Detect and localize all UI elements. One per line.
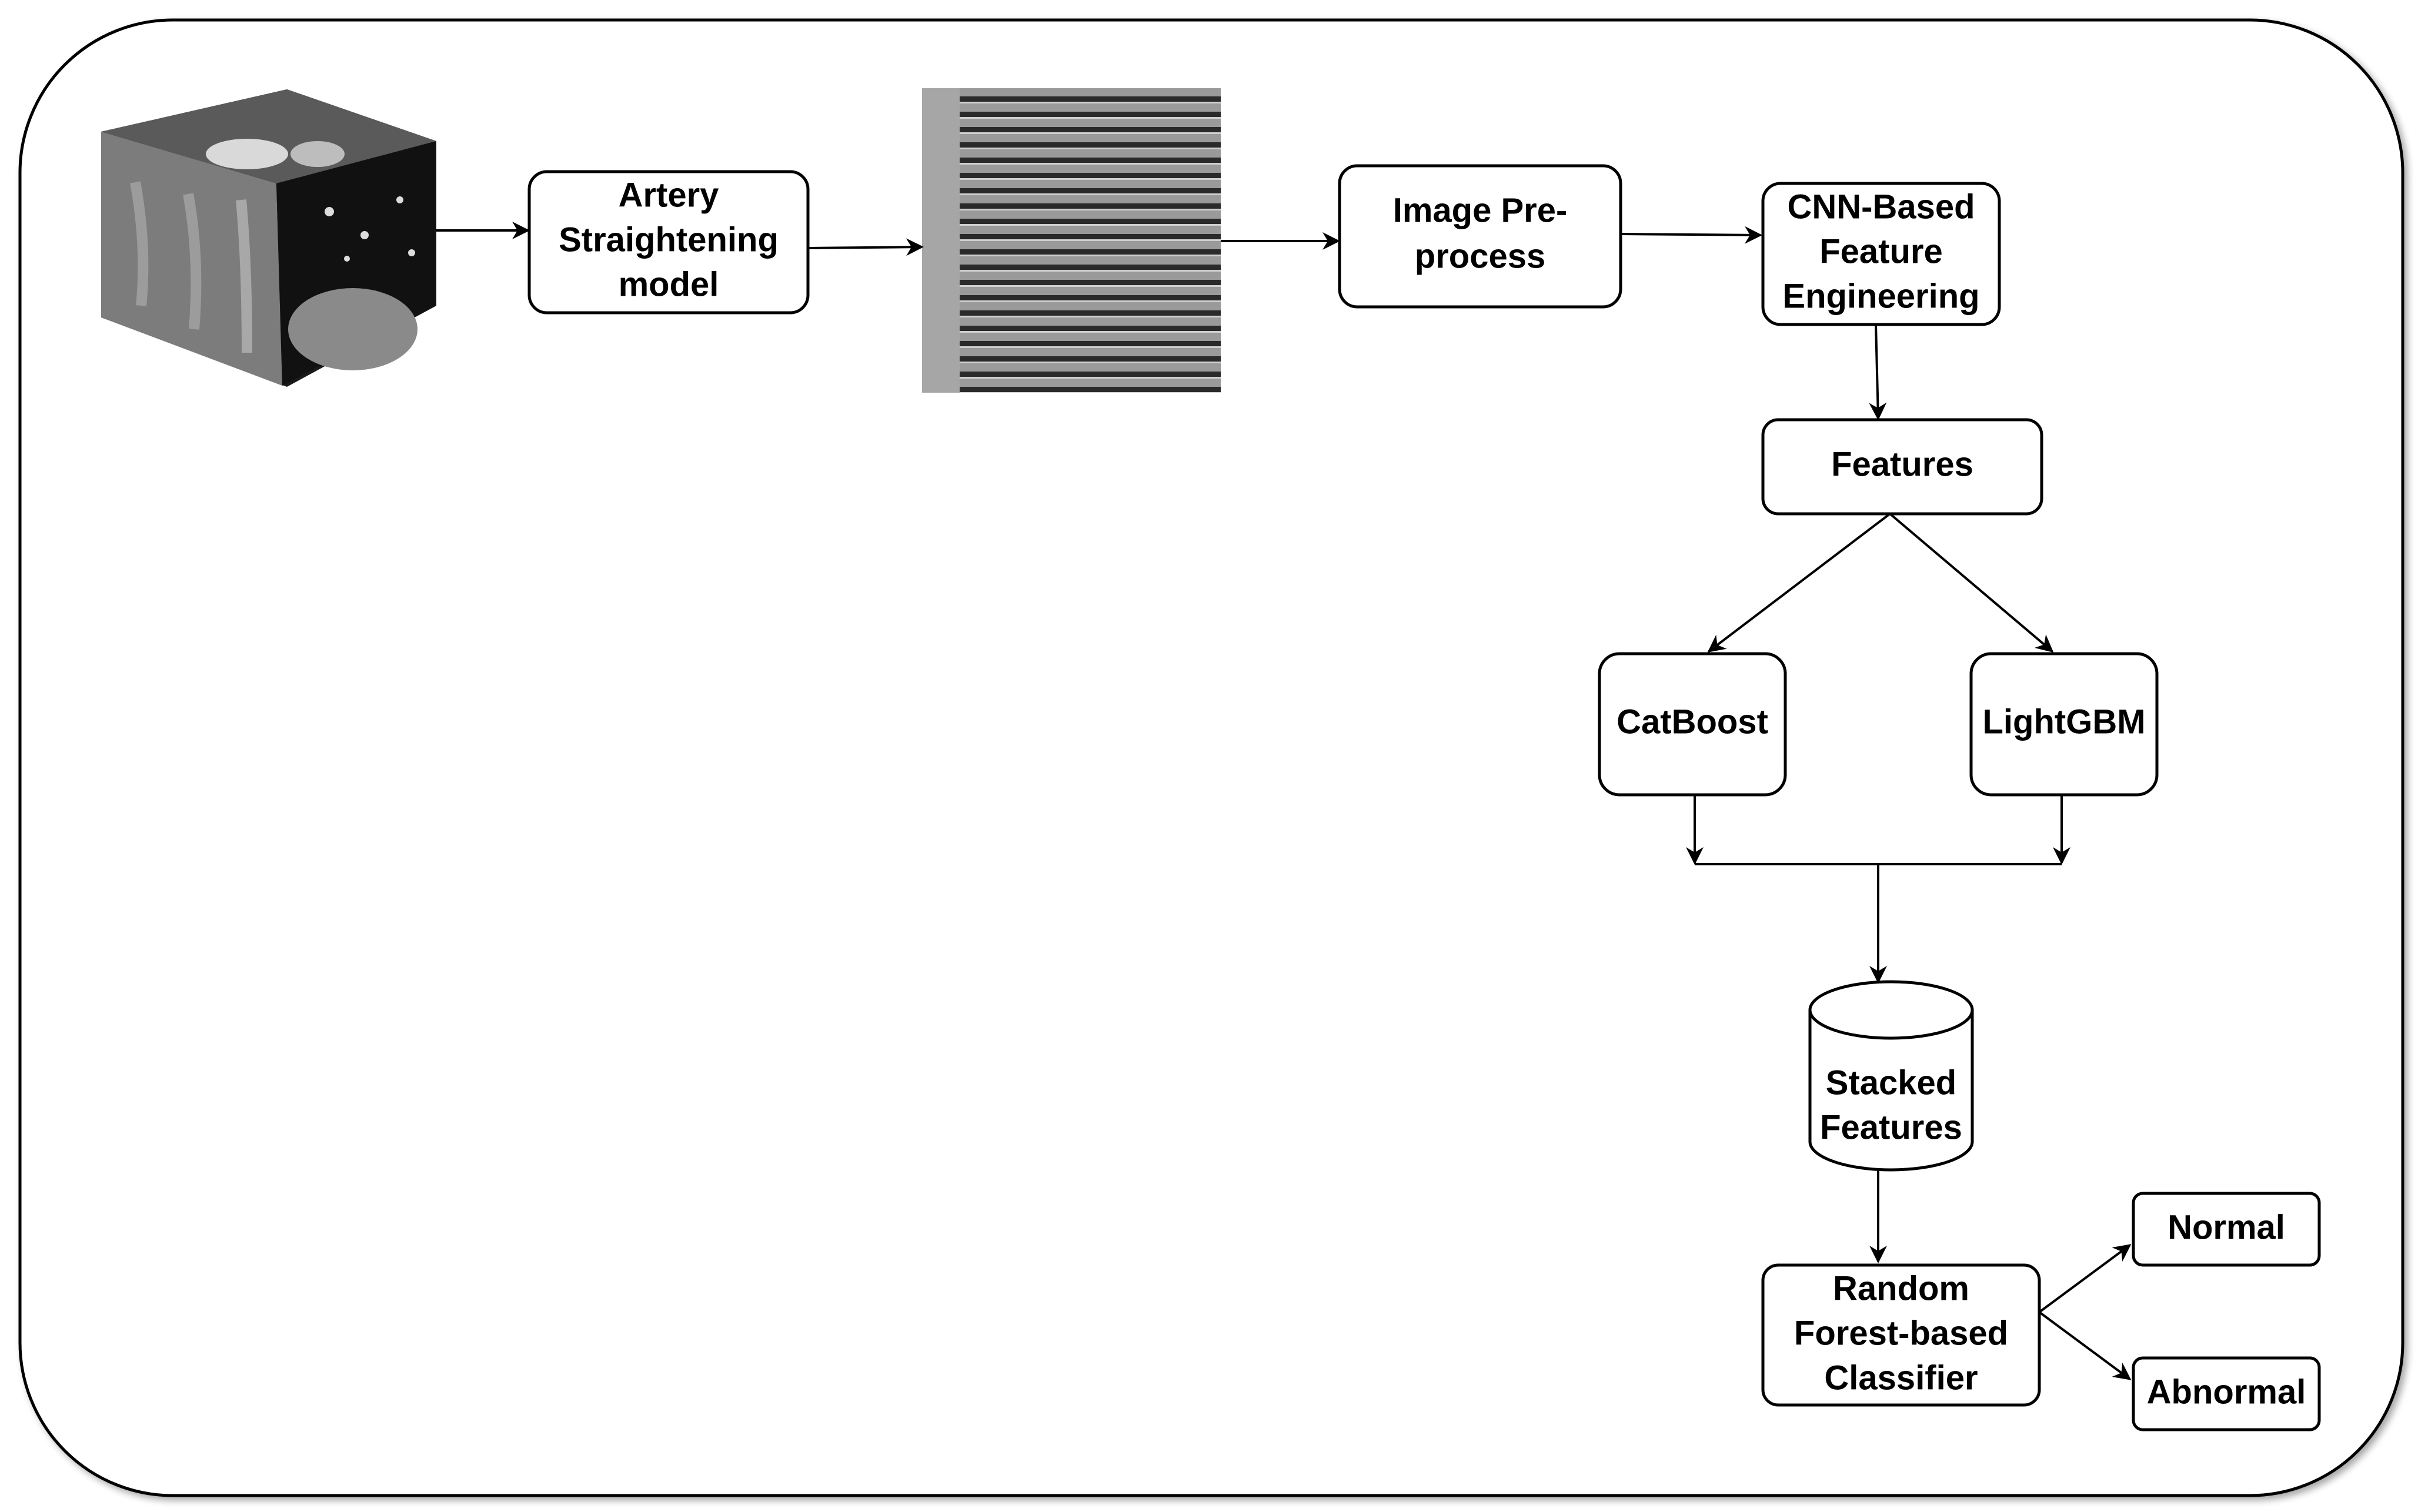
catboost-label: CatBoost: [1617, 703, 1768, 741]
node-image-preprocess: Image Pre- process: [1338, 164, 1622, 309]
node-abnormal: Abnormal: [2132, 1356, 2321, 1431]
edge-features-to-lightgbm: [1889, 513, 2054, 653]
edge-preprocess-to-cnn: [1620, 226, 1762, 244]
edge-cnn-to-features: [1869, 324, 1887, 420]
node-cnn-feature-engineering: CNN-Based Feature Engineering: [1761, 182, 2001, 326]
node-lightgbm: LightGBM: [1969, 652, 2159, 797]
stacked-label-1: Stacked: [1826, 1063, 1956, 1102]
edge-rf-to-abnormal: [2038, 1311, 2132, 1380]
preprocess-label-2: process: [1415, 237, 1545, 275]
rf-label-1: Random: [1833, 1269, 1969, 1307]
edges: [436, 222, 2132, 1380]
node-normal: Normal: [2132, 1192, 2321, 1267]
artery-label-3: model: [619, 265, 719, 303]
outer-frame: [18, 18, 2404, 1497]
node-artery-straightening: Artery Straightening model: [527, 170, 810, 315]
features-label: Features: [1831, 445, 1973, 483]
rf-label-3: Classifier: [1824, 1359, 1978, 1397]
node-catboost: CatBoost: [1598, 652, 1787, 797]
ct-volume-image: [101, 89, 436, 387]
abnormal-label: Abnormal: [2147, 1373, 2306, 1411]
stacked-label-2: Features: [1820, 1108, 1962, 1146]
lightgbm-label: LightGBM: [1982, 703, 2145, 741]
edge-artery-to-slices: [807, 238, 924, 256]
edge-features-to-catboost: [1707, 513, 1891, 653]
node-stacked-features: Stacked Features: [1808, 980, 1974, 1172]
cnn-label-2: Feature: [1819, 232, 1943, 270]
normal-label: Normal: [2167, 1208, 2285, 1246]
edge-rf-to-normal: [2038, 1244, 2132, 1313]
artery-label-1: Artery: [619, 176, 719, 214]
node-features: Features: [1761, 418, 2043, 516]
artery-label-2: Straightening: [559, 220, 779, 259]
cnn-label-3: Engineering: [1782, 277, 1979, 315]
preprocess-label-1: Image Pre-: [1393, 191, 1568, 229]
cnn-label-1: CNN-Based: [1787, 188, 1975, 226]
straightened-slices-image: [922, 88, 1221, 393]
rf-label-2: Forest-based: [1794, 1314, 2008, 1352]
node-random-forest-classifier: Random Forest-based Classifier: [1761, 1263, 2041, 1407]
